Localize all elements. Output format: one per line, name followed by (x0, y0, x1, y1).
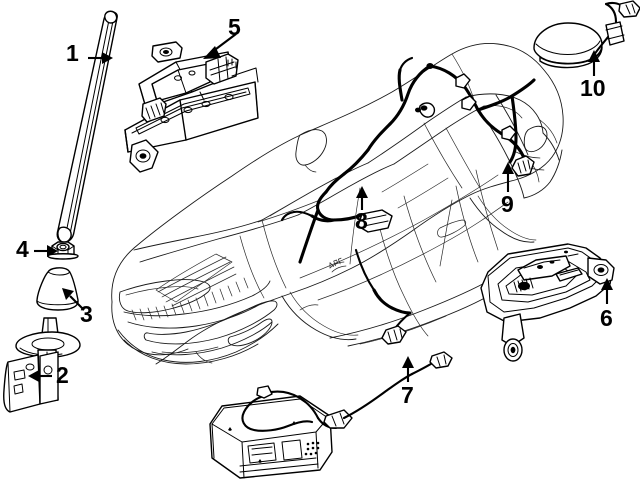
callout-label-6[interactable]: 6 (600, 305, 613, 331)
callout-label-5[interactable]: 5 (228, 14, 241, 40)
radio-receiver-module-art (124, 41, 259, 173)
callout-label-8[interactable]: 8 (355, 208, 368, 234)
amplifier-module-art (480, 243, 615, 362)
callout-label-4[interactable]: 4 (16, 236, 29, 262)
vehicle-outline (111, 43, 564, 365)
audio-head-unit-art (209, 385, 353, 479)
vehicle-harness (280, 56, 536, 345)
callout-label-1[interactable]: 1 (66, 40, 79, 66)
callout-label-10[interactable]: 10 (580, 75, 606, 101)
callout-label-2[interactable]: 2 (56, 362, 69, 388)
antenna-coaxial-cable-art (342, 351, 453, 420)
callout-label-7[interactable]: 7 (401, 382, 414, 408)
callout-leaders (28, 33, 613, 382)
antenna-retaining-nut-art (47, 241, 79, 260)
callout-label-3[interactable]: 3 (80, 301, 93, 327)
callout-label-9[interactable]: 9 (501, 191, 514, 217)
gps-satellite-antenna-art (533, 0, 640, 69)
antenna-base-boot-art (36, 267, 79, 311)
